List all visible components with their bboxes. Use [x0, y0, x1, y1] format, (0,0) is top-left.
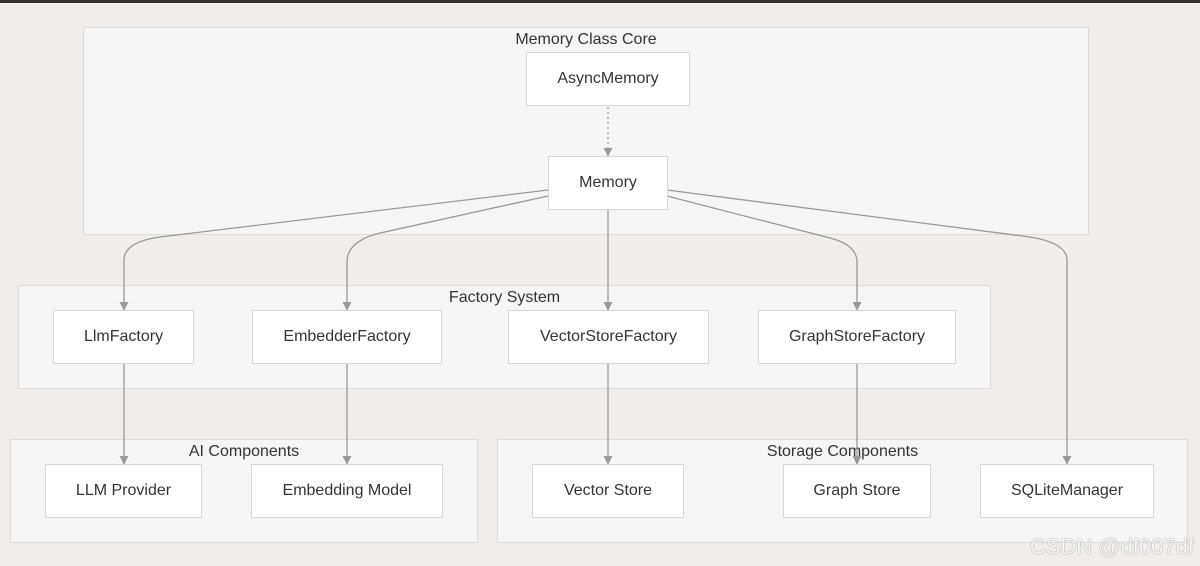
node-vector-store: Vector Store: [532, 464, 684, 518]
node-asyncmemory: AsyncMemory: [526, 52, 690, 106]
top-border: [0, 0, 1200, 3]
edge-memory-embedderfactory: [342, 195, 549, 311]
group-title-ai: AI Components: [188, 443, 300, 460]
watermark: CSDN @df007df: [1029, 534, 1194, 559]
node-memory: Memory: [548, 156, 668, 210]
node-embedding-model: Embedding Model: [251, 464, 443, 518]
group-title-factory: Factory System: [448, 289, 561, 306]
group-title-storage: Storage Components: [766, 443, 919, 460]
node-llm-provider: LLM Provider: [45, 464, 202, 518]
node-embedderfactory: EmbedderFactory: [252, 310, 442, 364]
edge-memory-sqlitemanager: [666, 189, 1072, 465]
node-vectorstorefactory: VectorStoreFactory: [508, 310, 709, 364]
edge-memory-llmfactory: [119, 189, 549, 311]
node-sqlitemanager: SQLiteManager: [980, 464, 1154, 518]
edge-memory-graphstorefactory: [666, 195, 862, 311]
node-graphstorefactory: GraphStoreFactory: [758, 310, 956, 364]
node-llmfactory: LlmFactory: [53, 310, 194, 364]
group-title-core: Memory Class Core: [515, 31, 657, 48]
node-graph-store: Graph Store: [783, 464, 931, 518]
